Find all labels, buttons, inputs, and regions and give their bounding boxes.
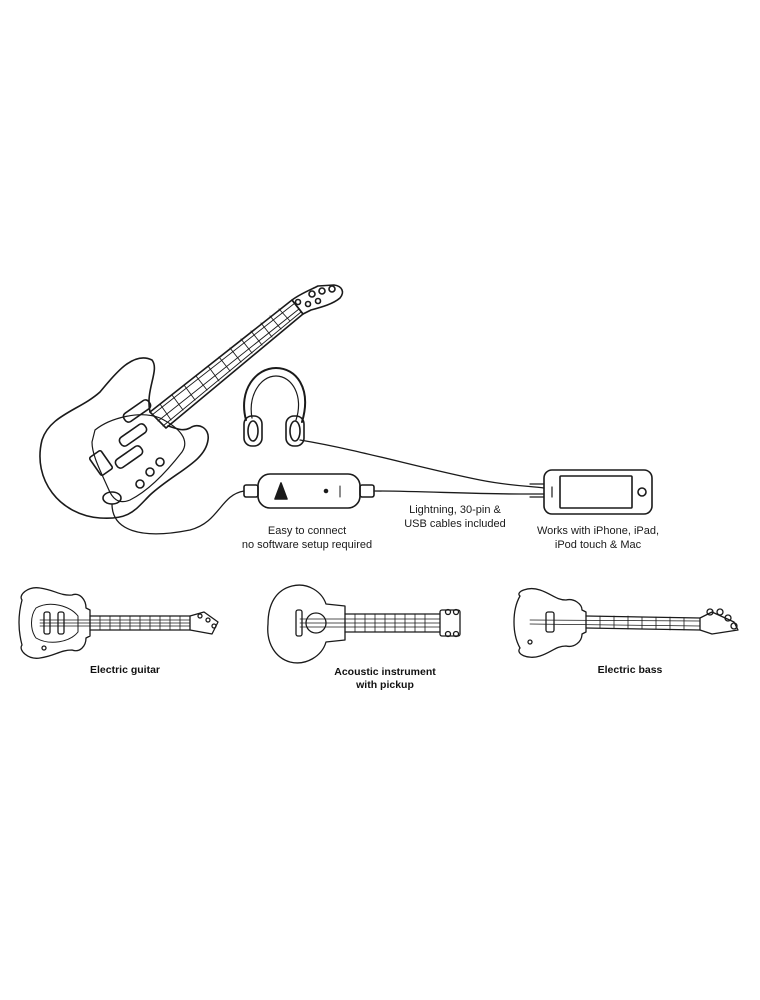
- iphone-illustration: [529, 469, 653, 515]
- label-electric-guitar: Electric guitar: [70, 664, 180, 677]
- acoustic-instrument-illustration: [267, 584, 461, 664]
- caption-line: Works with iPhone, iPad,: [536, 525, 660, 537]
- label-line: Acoustic instrument: [334, 666, 436, 678]
- label-electric-bass: Electric bass: [580, 664, 680, 677]
- caption-line: no software setup required: [241, 539, 373, 551]
- label-line: Electric bass: [597, 664, 663, 676]
- label-acoustic-instrument: Acoustic instrument with pickup: [320, 666, 450, 692]
- caption-line: Easy to connect: [267, 525, 347, 537]
- caption-line: iPod touch & Mac: [554, 539, 642, 551]
- caption-line: USB cables included: [404, 518, 506, 530]
- electric-guitar-illustration: [18, 587, 219, 659]
- headphones-illustration: [243, 367, 307, 447]
- audio-interface-illustration: [243, 473, 375, 509]
- caption-line: Lightning, 30-pin &: [409, 504, 501, 516]
- electric-bass-illustration: [513, 588, 739, 658]
- caption-easy-to-connect: Easy to connect no software setup requir…: [232, 524, 382, 552]
- caption-cables-included: Lightning, 30-pin & USB cables included: [390, 503, 520, 531]
- cables: [111, 439, 545, 535]
- caption-works-with: Works with iPhone, iPad, iPod touch & Ma…: [528, 524, 668, 552]
- label-line: with pickup: [356, 679, 414, 691]
- main-electric-guitar-illustration: [39, 284, 344, 520]
- label-line: Electric guitar: [89, 664, 161, 676]
